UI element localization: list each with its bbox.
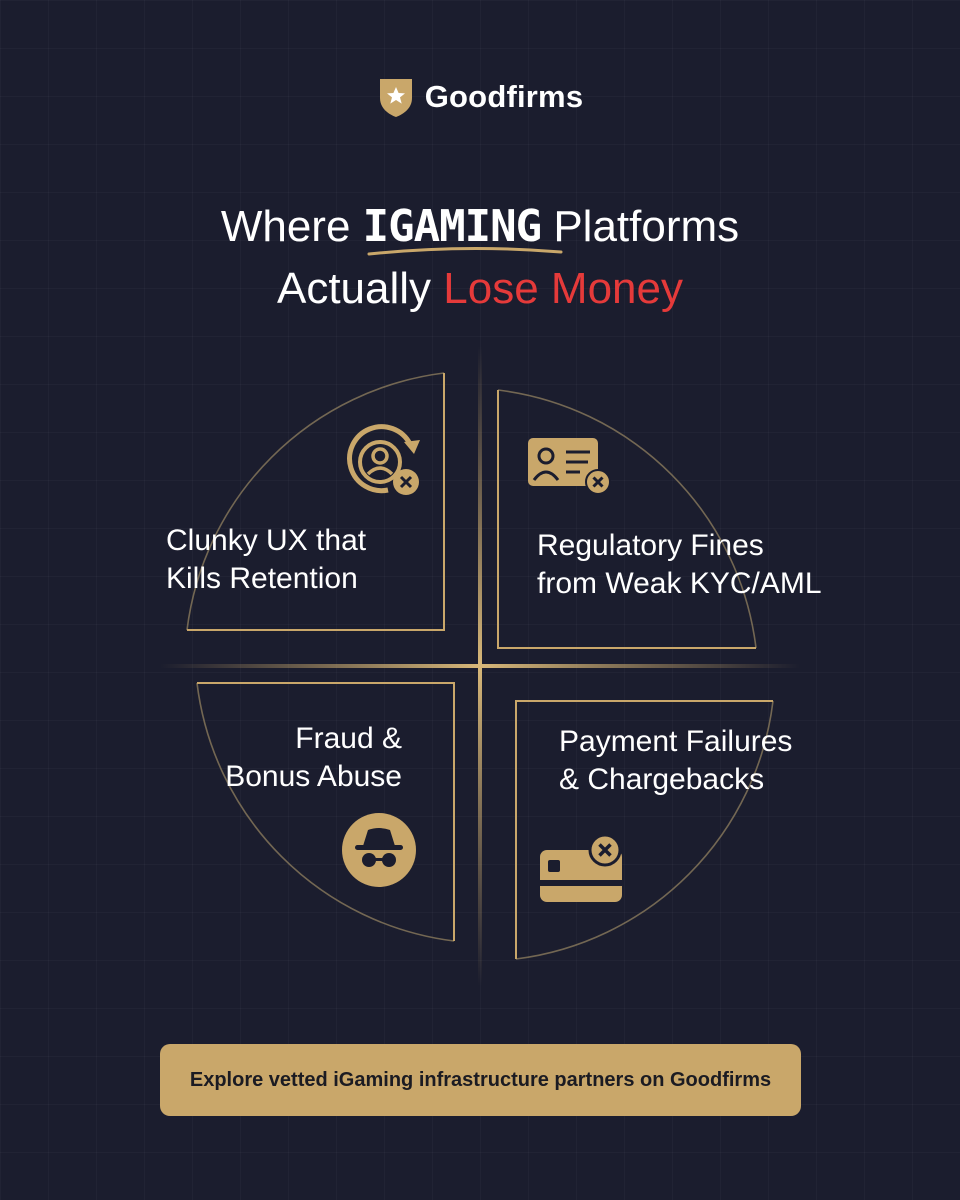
quadrant-label-line: Fraud & bbox=[295, 722, 402, 755]
quadrant-label-payment-failures: Payment Failures & Chargebacks bbox=[559, 723, 792, 799]
quadrant-label-line: & Chargebacks bbox=[559, 763, 765, 796]
id-card-x-icon bbox=[528, 438, 611, 495]
quadrant-label-line: Clunky UX that bbox=[166, 524, 367, 557]
brand-name: Goodfirms bbox=[424, 79, 584, 114]
headline-word-where: Where bbox=[220, 202, 351, 251]
quadrant-label-line: from Weak KYC/AML bbox=[537, 567, 822, 600]
edge-bottom-left bbox=[197, 682, 455, 941]
spy-hat-icon bbox=[342, 813, 416, 887]
arc-bottom-right bbox=[515, 700, 774, 960]
credit-card-x-icon bbox=[540, 834, 622, 902]
edge-top-left bbox=[187, 373, 445, 631]
headline-word-platforms: Platforms bbox=[553, 202, 740, 251]
headline-line-1: Where IGAMING Platforms bbox=[0, 196, 960, 258]
cross-vertical bbox=[478, 346, 482, 986]
quadrant-label-clunky-ux: Clunky UX that Kills Retention bbox=[166, 522, 366, 598]
shield-star-icon bbox=[379, 79, 412, 117]
quadrant-label-line: Payment Failures bbox=[559, 725, 793, 758]
arc-top-right bbox=[497, 389, 757, 649]
quadrant-label-fraud: Fraud & Bonus Abuse bbox=[200, 720, 402, 796]
headline-line-2: Actually Lose Money bbox=[0, 258, 960, 320]
explore-partners-button[interactable]: Explore vetted iGaming infrastructure pa… bbox=[160, 1044, 801, 1116]
headline-highlight-igaming: IGAMING bbox=[362, 196, 563, 258]
quadrant-label-regulatory-fines: Regulatory Fines from Weak KYC/AML bbox=[537, 527, 822, 603]
arc-top-left bbox=[186, 372, 445, 631]
user-refresh-x-icon bbox=[347, 424, 420, 495]
edge-top-right bbox=[497, 390, 756, 649]
swoosh-underline bbox=[367, 246, 563, 256]
quadrant-label-line: Regulatory Fines bbox=[537, 529, 764, 562]
headline-highlight-lose-money: Lose Money bbox=[443, 264, 683, 313]
igaming-text: IGAMING bbox=[362, 201, 542, 252]
edge-bottom-right bbox=[515, 700, 773, 959]
headline: Where IGAMING Platforms Actually Lose Mo… bbox=[0, 196, 960, 320]
arc-bottom-left bbox=[196, 682, 455, 942]
quadrant-label-line: Bonus Abuse bbox=[225, 760, 402, 793]
headline-word-actually: Actually bbox=[276, 264, 432, 313]
brand-header: Goodfirms bbox=[0, 76, 960, 118]
quadrant-label-line: Kills Retention bbox=[166, 562, 358, 595]
